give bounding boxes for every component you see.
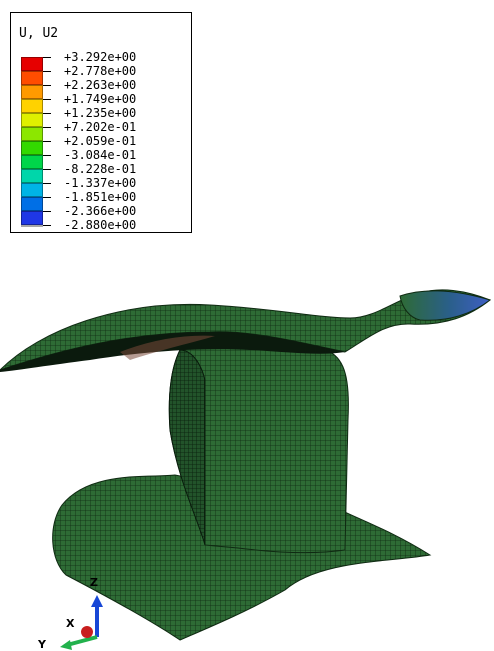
legend-tick [43,197,51,198]
legend-level-label: +7.202e-01 [64,120,137,134]
contour-legend: U, U2 +3.292e+00+2.778e+00+2.263e+00+1.7… [10,12,192,233]
legend-level-label: -1.337e+00 [64,176,137,190]
legend-swatch [21,225,43,227]
x-axis-marker [81,626,93,638]
legend-level-label: +1.235e+00 [64,106,137,120]
legend-tick [43,113,51,114]
y-axis-arrowhead [60,640,72,650]
legend-swatch [21,183,43,197]
legend-swatch [21,99,43,113]
legend-swatch [21,127,43,141]
legend-tick [43,169,51,170]
legend-tick [43,141,51,142]
legend-tick [43,183,51,184]
legend-swatch [21,197,43,211]
legend-level-label: +2.059e-01 [64,134,137,148]
legend-tick [43,57,51,58]
legend-level-label: -2.880e+00 [64,218,137,232]
legend-swatch [21,141,43,155]
legend-swatch [21,113,43,127]
legend-level-label: +2.263e+00 [64,78,137,92]
legend-level-label: +3.292e+00 [64,50,137,64]
legend-tick [43,127,51,128]
legend-swatch [21,85,43,99]
legend-tick [43,211,51,212]
legend-tick [43,225,51,226]
y-axis-label: Y [37,638,47,651]
legend-swatch [21,155,43,169]
legend-level-label: +2.778e+00 [64,64,137,78]
legend-tick [43,99,51,100]
z-axis-arrowhead [91,595,103,607]
legend-tick [43,85,51,86]
legend-level-label: -3.084e-01 [64,148,137,162]
z-axis-label: Z [90,576,98,589]
x-axis-label: X [66,617,75,630]
legend-swatch [21,211,43,225]
y-axis-arrow [66,635,98,647]
legend-title: U, U2 [19,26,59,41]
legend-level-label: -2.366e+00 [64,204,137,218]
legend-swatch [21,57,43,71]
legend-level-label: +1.749e+00 [64,92,137,106]
blade-dark-face [168,349,206,546]
legend-swatch [21,71,43,85]
legend-level-label: -8.228e-01 [64,162,137,176]
shroud-underside [0,331,345,372]
legend-tick [43,155,51,156]
legend-color-bar [21,57,51,227]
shroud-tip-region [399,290,492,321]
legend-level-label: -1.851e+00 [64,190,137,204]
shroud-high-displacement-patch [120,335,215,360]
legend-swatch [21,169,43,183]
legend-tick [43,71,51,72]
